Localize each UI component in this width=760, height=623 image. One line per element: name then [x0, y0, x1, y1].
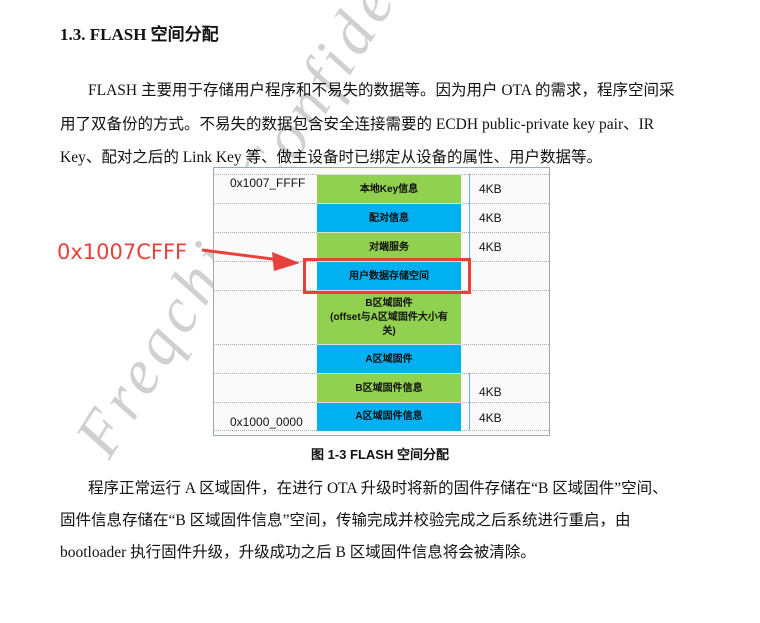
block-b-firmware-info: B区域固件信息: [317, 373, 461, 403]
flash-layout-figure: 0x1007_FFFF 0x1000_0000 本地Key信息 配对信息 对端服…: [213, 167, 550, 436]
size-label: 4KB: [479, 385, 502, 399]
paragraph-line: 固件信息存储在“B 区域固件信息”空间，传输完成并校验完成之后系统进行重启，由: [60, 512, 631, 529]
block-a-firmware-info: A区域固件信息: [317, 402, 461, 431]
block-a-firmware: A区域固件: [317, 344, 461, 374]
address-annotation: 0x1007CFFF: [57, 240, 188, 264]
address-bottom: 0x1000_0000: [230, 415, 303, 429]
size-label: 4KB: [479, 182, 502, 196]
size-label: 4KB: [479, 211, 502, 225]
block-pairing-info: 配对信息: [317, 203, 461, 233]
block-peer-service: 对端服务: [317, 232, 461, 262]
highlight-box: [303, 258, 471, 294]
block-b-firmware: B区域固件 (offset与A区域固件大小有关): [317, 290, 461, 344]
size-label: 4KB: [479, 240, 502, 254]
paragraph-line: 用了双备份的方式。不易失的数据包含安全连接需要的 ECDH public-pri…: [60, 116, 655, 133]
arrow-icon: [201, 248, 300, 271]
address-top: 0x1007_FFFF: [230, 176, 306, 190]
figure-caption: 图 1-3 FLASH 空间分配: [311, 447, 449, 462]
size-label: 4KB: [479, 411, 502, 425]
block-local-key: 本地Key信息: [317, 174, 461, 204]
paragraph-line: 程序正常运行 A 区域固件，在进行 OTA 升级时将新的固件存储在“B 区域固件…: [88, 480, 668, 497]
block-user-data: 用户数据存储空间: [317, 261, 461, 291]
section-heading: 1.3. FLASH 空间分配: [60, 25, 219, 44]
paragraph-line: bootloader 执行固件升级，升级成功之后 B 区域固件信息将会被清除。: [60, 544, 536, 561]
paragraph-line: Key、配对之后的 Link Key 等、做主设备时已绑定从设备的属性、用户数据…: [60, 149, 603, 166]
paragraph-line: FLASH 主要用于存储用户程序和不易失的数据等。因为用户 OTA 的需求，程序…: [88, 82, 675, 99]
